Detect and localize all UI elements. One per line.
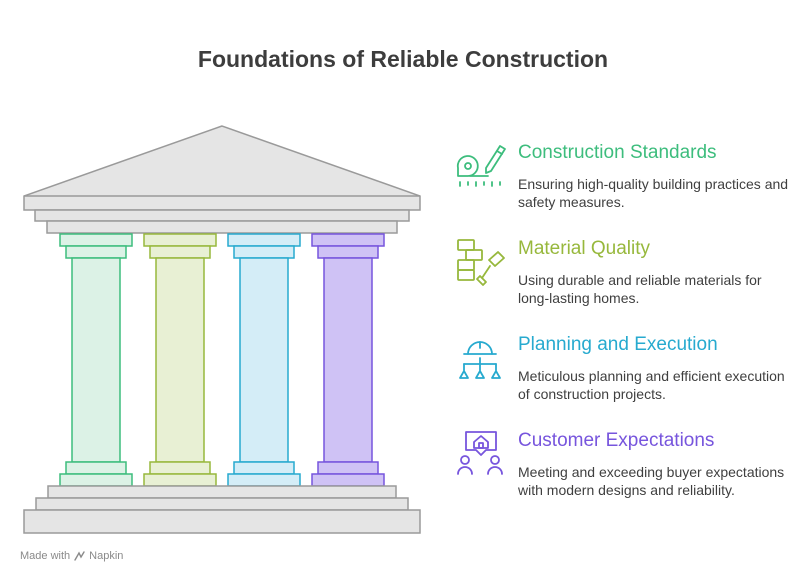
temple-roof [23, 125, 421, 211]
item-planning-and-execution: Planning and Execution Meticulous planni… [456, 334, 796, 404]
measuring-tape-pencil-icon [456, 145, 506, 187]
temple-base-step-1 [47, 485, 397, 499]
temple-base-step-2 [35, 497, 409, 511]
temple-entablature [34, 209, 410, 222]
item-heading: Planning and Execution [518, 334, 718, 355]
hardhat-hierarchy-icon [459, 341, 501, 379]
pillar-customer-expectations [311, 233, 385, 487]
bricks-hammer-icon [457, 239, 505, 286]
item-description: Meeting and exceeding buyer expectations… [518, 464, 785, 498]
item-customer-expectations: Customer Expectations Meeting and exceed… [456, 430, 796, 520]
temple-frieze [46, 220, 398, 234]
temple-base-step-3 [23, 509, 421, 534]
item-description: Using durable and reliable materials for… [518, 272, 762, 306]
diagram-title: Foundations of Reliable Construction [197, 46, 609, 72]
pillar-construction-standards [59, 233, 133, 487]
pillar-material-quality [143, 233, 217, 487]
item-heading: Construction Standards [518, 142, 717, 163]
item-heading: Material Quality [518, 238, 650, 259]
made-with-text: Made with [20, 550, 71, 562]
item-construction-standards: Construction Standards Ensuring high-qua… [456, 142, 796, 212]
customers-home-icon [457, 431, 503, 475]
item-description: Meticulous planning and efficient execut… [518, 368, 785, 402]
napkin-brand: Napkin [89, 550, 124, 562]
made-with-footer[interactable]: Made with Napkin [20, 550, 123, 562]
item-material-quality: Material Quality Using durable and relia… [456, 238, 796, 308]
item-description: Ensuring high-quality building practices… [518, 176, 789, 210]
pillar-planning-and-execution [227, 233, 301, 487]
item-heading: Customer Expectations [518, 430, 715, 451]
napkin-logo-icon [74, 550, 85, 561]
temple-diagram [23, 125, 421, 534]
